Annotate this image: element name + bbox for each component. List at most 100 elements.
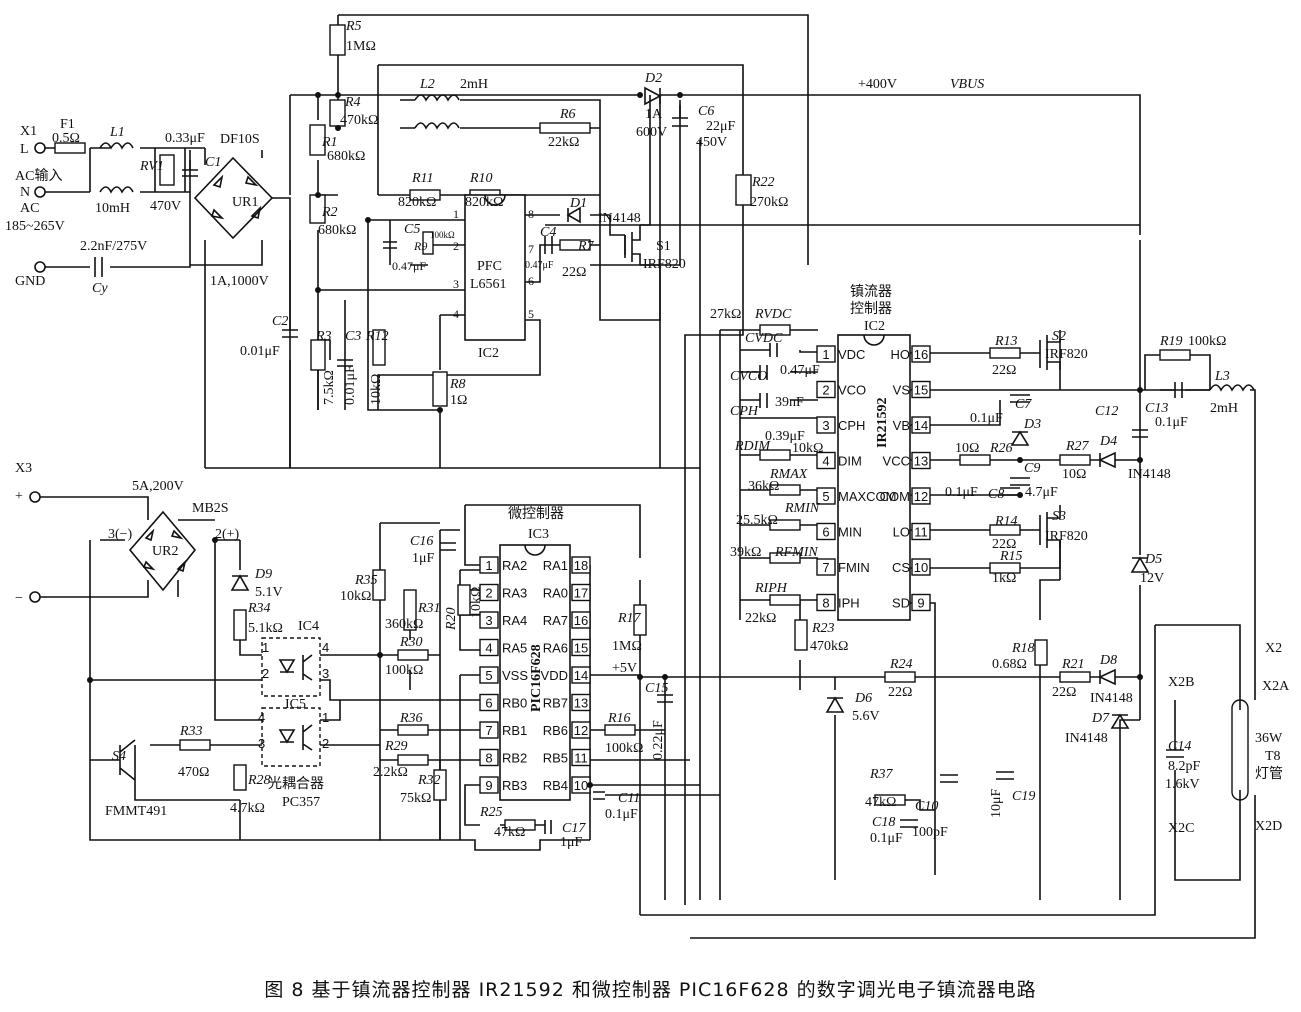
mcu-pin-name-ra7: RA7 [543,613,568,628]
mcu-pin-name-rb2: RB2 [502,751,527,766]
resistor-r3 [310,339,326,371]
rail-400v: +400V [858,77,897,92]
bridge-ur2 [128,510,197,592]
label-x2a: X2A [1262,679,1290,694]
resistor-rvdc [759,324,791,336]
label-d6: D6 [854,691,872,706]
label-c11-val: 0.1μF [605,807,638,822]
ballast-pin-name-ho: HO [891,347,911,362]
label-d7: D7 [1091,711,1110,726]
mcu-pin-name-ra0: RA0 [543,586,568,601]
label-r28: R28 [247,773,271,788]
label-riph: RIPH [754,581,788,596]
label-ac-in: AC输入 [15,168,62,184]
label-c14-val1: 8.2pF [1168,759,1201,774]
resistor-r8 [432,371,448,407]
resistor-r19 [1159,349,1191,361]
pfc-chip-body [464,194,526,341]
optocouplers [261,637,321,767]
label-r17: R17 [617,611,642,626]
label-r32-val: 75kΩ [400,791,431,806]
ballast-pin-box-5 [816,487,836,505]
mcu-pin-num-1: 1 [485,558,492,573]
ballast-pin-name-sd: SD [892,596,910,611]
capacitor-c5 [383,241,397,249]
resistor-r11 [409,189,441,201]
diode-d8 [1098,668,1116,686]
diode-d5 [1130,556,1150,573]
label-rvdc: RVDC [754,307,792,322]
label-r31-val: 360kΩ [385,617,423,632]
capacitor-c14 [1166,749,1184,758]
label-c5: C5 [404,222,420,237]
label-r2-val: 680kΩ [318,223,356,238]
ballast-pin-num-14: 14 [914,418,928,433]
ballast-pin-box-11 [911,522,931,541]
bridge-ur2-diodes [142,528,187,573]
label-r36: R36 [399,711,423,726]
label-c4-val: 0.47μF [525,260,554,271]
label-s3: S3 [1052,509,1066,524]
label-d2: D2 [644,71,662,86]
mcu-pin-box-11 [571,748,591,767]
label-r5-val: 1MΩ [346,39,376,54]
label-c15: C15 [645,681,668,696]
label-r37: R37 [869,767,894,782]
label-d1-val: IN4148 [598,211,641,226]
capacitor-c16 [440,542,456,551]
label-rdim-val: 10kΩ [792,441,823,456]
ballast-pin-num-5: 5 [822,489,829,504]
label-ur1: UR1 [232,195,258,210]
label-c19-val: 10μF [989,788,1004,818]
optocoupler-ic4 [261,637,321,697]
resistor-r24 [884,671,916,683]
mcu-pin-box-17 [571,583,591,602]
label-r31: R31 [417,601,441,616]
opto-pin-6: 1 [322,710,329,725]
label-c14: C14 [1168,739,1191,754]
opto-pin-0: 1 [262,640,269,655]
label-c2-val: 0.01μF [240,344,280,359]
label-c14-val2: 1.6kV [1165,777,1200,792]
resistor-r5 [329,24,346,56]
diode-d3 [1010,430,1030,446]
label-d9-val: 5.1V [255,585,283,600]
mcu-pin-num-8: 8 [485,751,492,766]
capacitor-c17 [544,820,552,834]
mosfet-s1 [624,225,641,265]
resistor-rdim [759,449,791,461]
resistor-r13 [989,347,1021,359]
label-r9: R9 [413,239,427,253]
pfc-pin-4: 4 [453,307,459,321]
label-c9-val: 4.7μF [1025,485,1058,500]
label-ur2-type: MB2S [192,501,229,516]
terminal-n [34,186,46,198]
label-r18: R18 [1011,641,1035,656]
label-r16-val: 100kΩ [605,741,643,756]
diode-d2 [644,86,662,106]
opto-pin-1: 2 [262,666,269,681]
pfc-name1: PFC [477,259,502,274]
mcu-ref: IC3 [528,527,549,542]
capacitor-c18 [900,819,918,828]
label-c6-val1: 22μF [706,119,736,134]
label-r13: R13 [994,334,1018,349]
ballast-pin-name-vcc: VCC [883,454,910,469]
label-d1: D1 [569,196,587,211]
mcu-pin-num-16: 16 [574,613,588,628]
mcu-pin-box-1 [479,556,499,574]
resistor-r6 [539,122,591,134]
label-rmax: RMAX [769,467,808,482]
label-l1-val: 10mH [95,201,130,216]
label-r5: R5 [345,19,362,34]
label-r25: R25 [479,805,503,820]
resistor-r17 [633,604,647,636]
opto-pin-3: 3 [322,666,329,681]
terminal-l [34,142,46,154]
ballast-pin-box-1 [816,345,836,363]
label-r37-val: 47kΩ [865,795,896,810]
resistor-r7 [559,239,591,251]
label-lamp1: 36W [1255,731,1283,746]
label-r10-val: 820kΩ [465,195,503,210]
